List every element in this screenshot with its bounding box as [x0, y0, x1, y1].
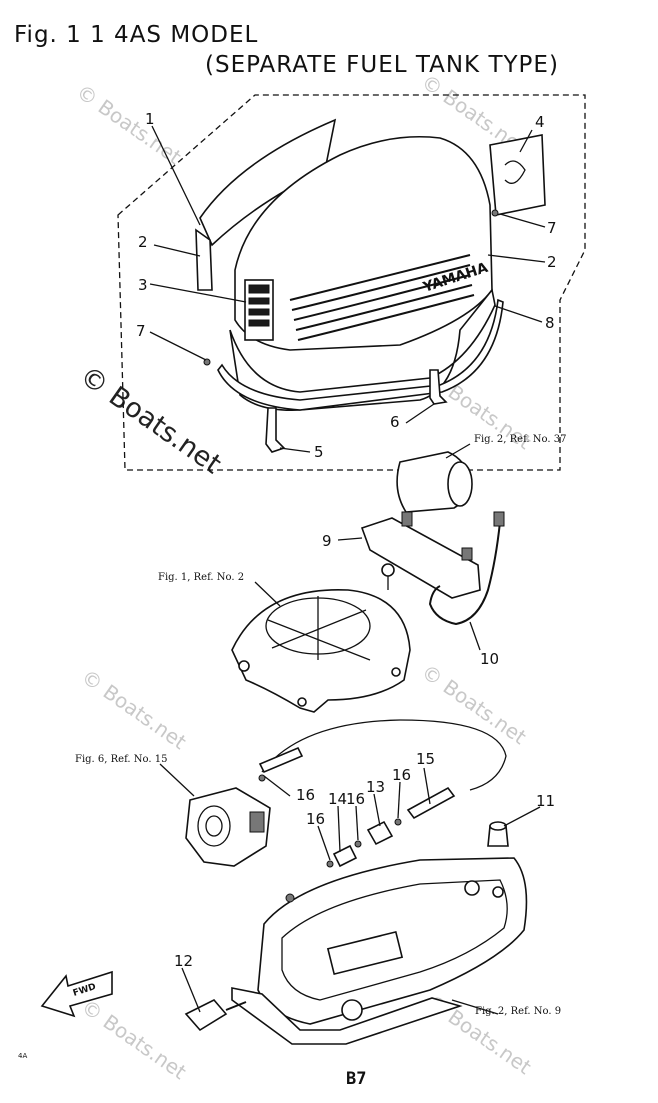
cowl-lower-shell	[229, 288, 496, 412]
bottom-cowling: FWD	[40, 821, 528, 1045]
silencer-group	[360, 451, 505, 626]
mount-plate	[326, 930, 404, 976]
bracket-9	[360, 517, 481, 599]
callout-13: 13	[366, 778, 385, 796]
fuel-joint-12	[184, 999, 228, 1032]
callout-6: 6	[390, 413, 400, 431]
watermark: © Boats.net	[72, 79, 186, 169]
cowl-stripe	[297, 294, 475, 341]
cover-ribs	[267, 596, 371, 661]
callout-16: 16	[392, 766, 411, 784]
cowl-stripe	[289, 254, 471, 301]
callout-9: 9	[322, 532, 332, 550]
tray-hole	[464, 880, 480, 896]
decal-2-left	[195, 228, 213, 291]
callout-8: 8	[545, 314, 555, 332]
cowl-stripe	[293, 274, 471, 321]
bracket-bolt	[381, 563, 395, 577]
tray-hole	[492, 886, 504, 898]
grommet-top	[489, 821, 507, 831]
carb-bore	[197, 805, 231, 847]
mount-hole	[297, 697, 307, 707]
vent-slot	[248, 297, 270, 305]
figure-title: Fig. 1 1 4AS MODEL	[14, 22, 259, 48]
ref-fig1-2: Fig. 1, Ref. No. 2	[158, 572, 244, 583]
callout-numbers: 1 2 3 4 7 2 8 7 6 5 9 10 11 12 13 14 15 …	[136, 110, 557, 970]
callout-11: 11	[536, 792, 555, 810]
callout-7: 7	[547, 219, 557, 237]
vent-slot	[248, 284, 270, 294]
fuel-system	[185, 719, 507, 868]
bracket-tab	[461, 547, 473, 561]
screw-7	[491, 209, 499, 217]
callout-10: 10	[480, 650, 499, 668]
callout-16: 16	[296, 786, 315, 804]
cowl-stripe	[295, 284, 473, 331]
tray-hole	[341, 999, 363, 1021]
tray-inner-wall	[281, 879, 508, 1001]
mount-hole	[238, 660, 250, 672]
decal-1	[199, 118, 337, 247]
bracket-tab	[401, 511, 413, 527]
rim-seal-8	[217, 298, 504, 411]
fwd-arrow	[40, 970, 113, 1018]
callout-14: 14	[328, 790, 347, 808]
top-cowling: YAMAHA	[195, 118, 546, 453]
clip-16	[258, 774, 266, 782]
callout-2: 2	[138, 233, 148, 251]
clamp-6	[429, 369, 448, 405]
assembly-boundary	[117, 94, 586, 471]
callout-4: 4	[535, 113, 545, 131]
flywheel-cover	[231, 588, 411, 713]
callout-16: 16	[346, 790, 365, 808]
callout-15: 15	[416, 750, 435, 768]
callout-7: 7	[136, 322, 146, 340]
cover-body	[231, 588, 411, 713]
clip-16	[394, 818, 402, 826]
fuel-line-loop	[261, 719, 507, 791]
leader-lines	[149, 125, 546, 1015]
carb-float	[249, 811, 265, 833]
watermark: © Boats.net	[77, 664, 191, 754]
filter-13	[366, 820, 394, 846]
page-code: B7	[346, 1069, 366, 1089]
callout-1: 1	[145, 110, 155, 128]
screw-7	[203, 358, 211, 366]
watermark: © Boats.net	[417, 659, 531, 749]
watermark-large: © Boats.net	[74, 360, 227, 480]
callout-16: 16	[306, 810, 325, 828]
figure-subtitle: (SEPARATE FUEL TANK TYPE)	[205, 52, 559, 78]
mount-hole	[391, 667, 401, 677]
callout-5: 5	[314, 443, 324, 461]
hose-14	[332, 844, 358, 868]
clip-16	[326, 860, 334, 868]
vent-slot	[248, 308, 270, 316]
joint-nipple	[225, 1001, 247, 1011]
clip-16	[354, 840, 362, 848]
callout-2: 2	[547, 253, 557, 271]
silencer-end	[447, 461, 473, 507]
ref-fig2-9: Fig. 2, Ref. No. 9	[475, 1006, 561, 1017]
hose-15	[406, 786, 456, 820]
cross-references: Fig. 2, Ref. No. 37 Fig. 1, Ref. No. 2 F…	[75, 434, 566, 1017]
cable-10	[428, 521, 501, 626]
hose-segment	[258, 746, 304, 774]
callout-12: 12	[174, 952, 193, 970]
clamp-5	[265, 407, 286, 453]
carb-inner	[205, 815, 223, 837]
corner-mark: 4A	[18, 1052, 27, 1060]
ref-fig2-37: Fig. 2, Ref. No. 37	[474, 434, 566, 445]
vent-slot	[248, 319, 270, 327]
watermark: © Boats.net	[77, 994, 191, 1084]
cable-connector	[493, 511, 505, 527]
decal-4	[489, 134, 546, 216]
decal-4-emblem	[504, 160, 526, 184]
callout-3: 3	[138, 276, 148, 294]
tray-bolt	[285, 893, 295, 903]
cowl-stripe	[291, 264, 471, 311]
tray-base	[231, 987, 463, 1045]
ref-fig6-15: Fig. 6, Ref. No. 15	[75, 754, 167, 765]
